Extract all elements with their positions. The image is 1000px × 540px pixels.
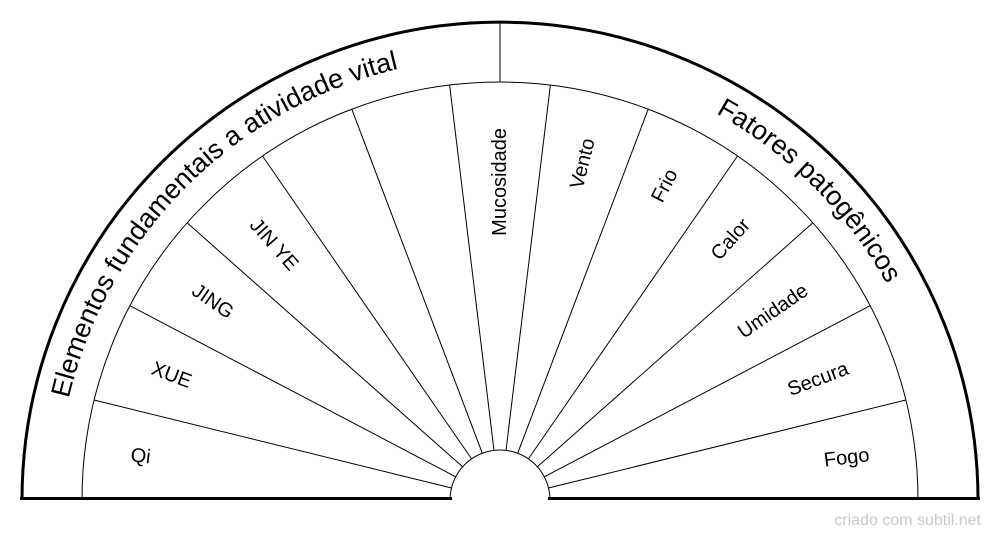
center-hub-arc — [449, 449, 551, 501]
segment-divider — [351, 109, 483, 454]
segment-label-jing: JING — [188, 280, 238, 324]
segment-label-secura: Secura — [785, 358, 853, 401]
segment-divider — [548, 399, 907, 489]
ring-label-right: Fatores patogênicos — [713, 92, 908, 287]
segment-label-xue: XUE — [148, 358, 194, 393]
segment-label-fogo: Fogo — [823, 444, 871, 471]
segment-label-mucosidade: Mucosidade — [489, 128, 511, 236]
segment-label-umidade: Umidade — [734, 280, 812, 344]
segment-label-vento: Vento — [566, 136, 600, 191]
segment-label-calor: Calor — [707, 214, 755, 265]
credit-text: criado com subtil.net — [834, 512, 981, 529]
segment-label-frio: Frio — [647, 165, 682, 206]
segment-divider — [544, 305, 871, 478]
segment-divider — [517, 109, 649, 454]
segment-divider — [449, 84, 495, 451]
segment-divider — [93, 399, 452, 489]
segment-label-jin-ye: JIN YE — [245, 214, 302, 275]
segment-divider — [537, 222, 814, 468]
segment-divider — [262, 155, 473, 460]
segment-divider — [186, 222, 463, 468]
outer-arc — [20, 20, 980, 501]
ring-label-left: Elementos fundamentais a atividade vital — [45, 45, 400, 400]
segment-dividers — [93, 84, 907, 489]
segment-divider — [527, 155, 738, 460]
segment-divider — [505, 84, 551, 451]
segment-divider — [129, 305, 456, 478]
segment-label-qi: Qi — [129, 444, 152, 468]
